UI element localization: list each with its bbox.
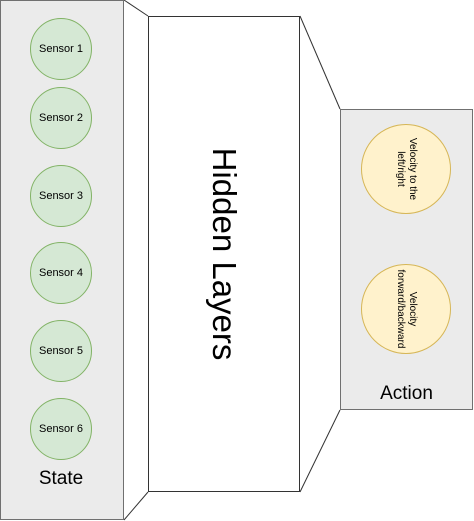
sensor-label: Sensor 3 [38, 190, 84, 202]
sensor-label: Sensor 6 [38, 423, 84, 435]
output-label: Velocity forward/backward [395, 269, 418, 349]
sensor-node-4: Sensor 4 [30, 242, 92, 304]
output-node-left-right: Velocity to the left/right [361, 124, 451, 214]
hidden-layers-panel [148, 16, 300, 492]
state-label: State [38, 468, 84, 489]
sensor-node-5: Sensor 5 [30, 320, 92, 382]
sensor-node-1: Sensor 1 [30, 18, 92, 80]
sensor-label: Sensor 4 [38, 267, 84, 279]
output-label: Velocity to the left/right [395, 137, 418, 201]
sensor-node-3: Sensor 3 [30, 165, 92, 227]
hidden-layers-label: Hidden Layers [206, 147, 243, 361]
state-to-hidden-bottom-line [123, 491, 149, 521]
action-label: Action [380, 383, 433, 404]
sensor-label: Sensor 5 [38, 345, 84, 357]
sensor-label: Sensor 2 [38, 112, 84, 124]
hidden-to-action-bottom-line [299, 409, 341, 493]
sensor-node-2: Sensor 2 [30, 87, 92, 149]
sensor-label: Sensor 1 [38, 43, 84, 55]
hidden-to-action-top-line [299, 15, 341, 110]
state-to-hidden-top-line [123, 0, 149, 17]
sensor-node-6: Sensor 6 [30, 398, 92, 460]
output-node-forward-backward: Velocity forward/backward [361, 264, 451, 354]
